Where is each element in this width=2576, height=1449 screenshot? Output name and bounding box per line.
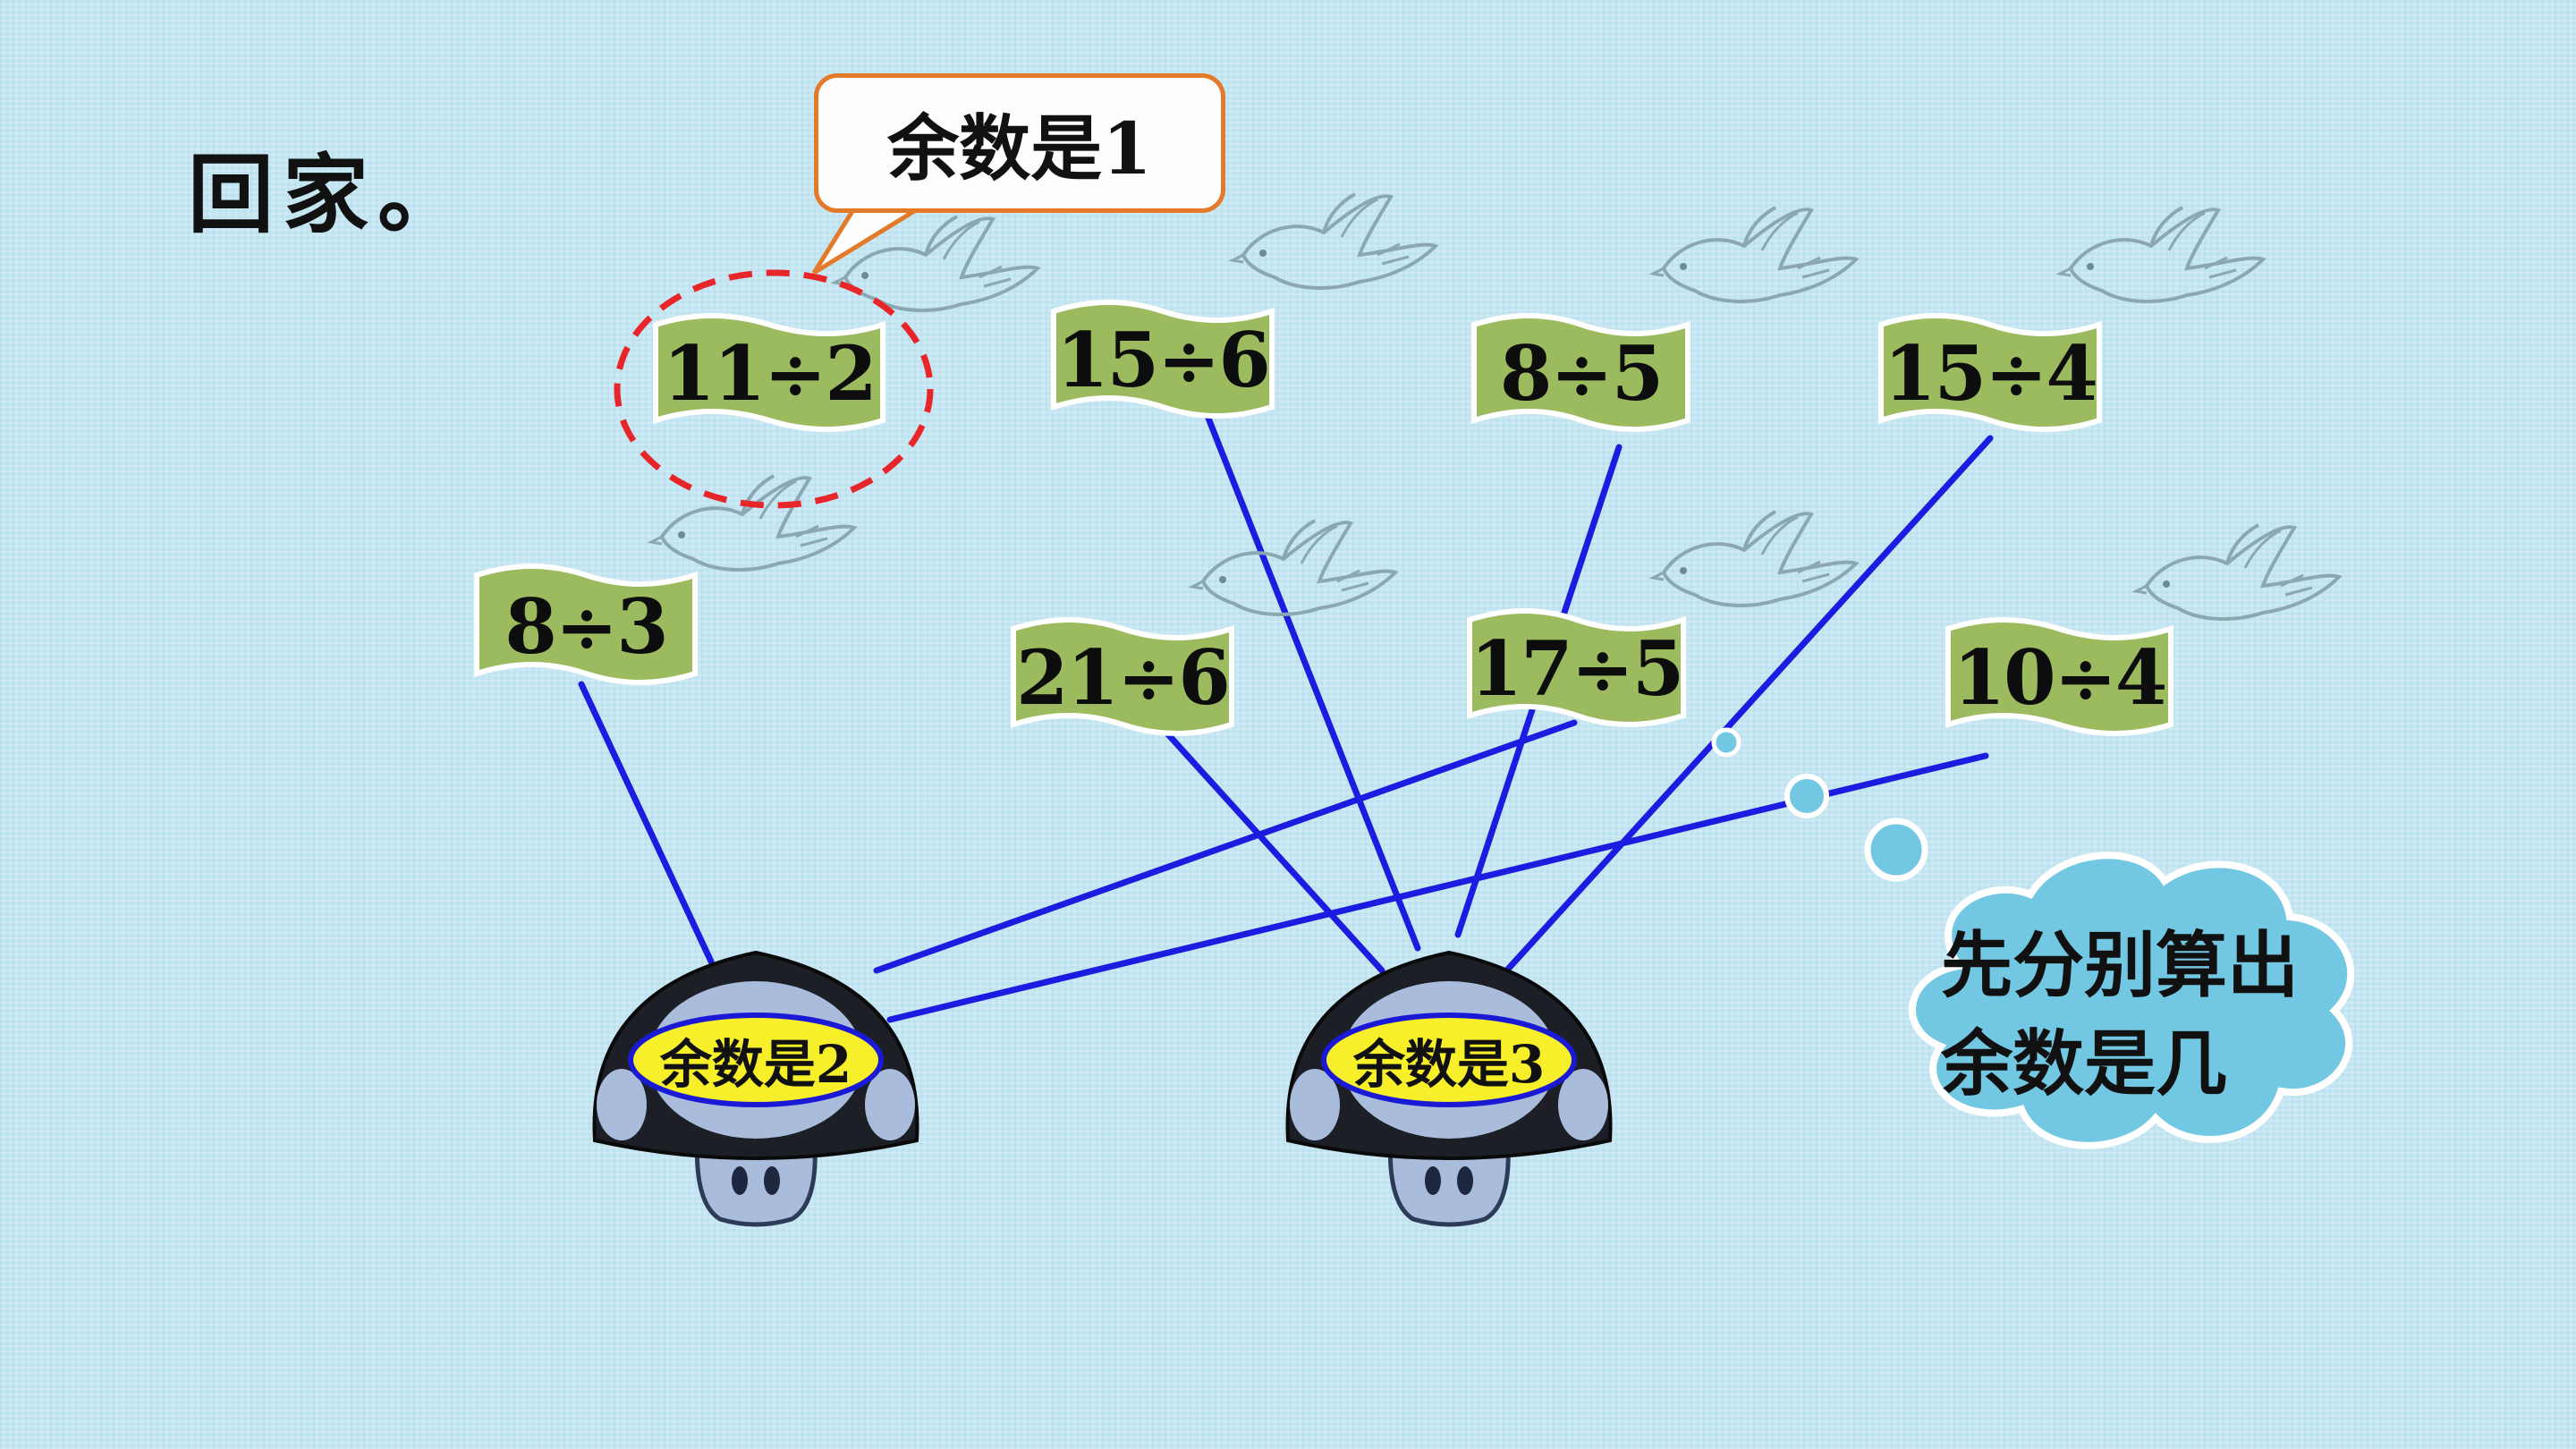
callout-tail	[811, 201, 932, 275]
dove-icon	[1651, 510, 1858, 607]
home-rem3[interactable]: 余数是3	[1279, 935, 1619, 1230]
dove-icon	[2058, 206, 2265, 303]
line-15div4-to-rem3	[1499, 435, 1994, 979]
home-label: 余数是2	[659, 1034, 852, 1095]
hint-text: 先分别算出 余数是几	[1941, 917, 2406, 1114]
home-label: 余数是3	[1352, 1034, 1546, 1095]
card-21div6[interactable]: 21÷6	[1006, 613, 1239, 742]
dove-icon	[2134, 523, 2341, 621]
hint-line-2: 余数是几	[1941, 1022, 2227, 1106]
hint-line-1: 先分别算出	[1941, 924, 2299, 1007]
card-text: 15÷4	[1884, 329, 2098, 418]
card-10div4[interactable]: 10÷4	[1941, 613, 2178, 742]
dove-icon	[649, 474, 856, 572]
mushroom-icon	[1285, 950, 1613, 1227]
line-21div6-to-rem3	[1164, 730, 1385, 974]
card-15div6[interactable]: 15÷6	[1046, 295, 1279, 425]
card-17div5[interactable]: 17÷5	[1462, 604, 1690, 733]
line-17div5-to-rem2	[873, 719, 1578, 974]
card-text: 8÷3	[504, 581, 668, 671]
line-8div3-to-rem2	[578, 681, 715, 965]
card-text: 21÷6	[1016, 633, 1231, 722]
home-rem2[interactable]: 余数是2	[586, 935, 926, 1230]
card-text: 10÷4	[1953, 633, 2168, 722]
card-text: 11÷2	[663, 329, 877, 418]
thought-cloud-icon	[1711, 727, 2355, 1149]
line-15div6-to-rem3	[1204, 412, 1421, 952]
card-15div4[interactable]: 15÷4	[1874, 309, 2106, 438]
mushroom-icon	[592, 950, 919, 1227]
page-title: 回家。	[188, 145, 472, 245]
remainder-callout: 余数是1	[814, 73, 1225, 213]
card-text: 15÷6	[1056, 316, 1271, 404]
card-8div3[interactable]: 8÷3	[470, 559, 702, 693]
dove-icon	[1231, 192, 1437, 290]
card-text: 17÷5	[1470, 624, 1685, 713]
card-11div2[interactable]: 11÷2	[648, 309, 890, 438]
dove-icon	[1191, 519, 1397, 616]
highlight-dashed-circle	[614, 269, 934, 509]
card-text: 8÷5	[1499, 329, 1664, 418]
dove-icon	[1651, 206, 1858, 303]
card-8div5[interactable]: 8÷5	[1467, 309, 1695, 438]
